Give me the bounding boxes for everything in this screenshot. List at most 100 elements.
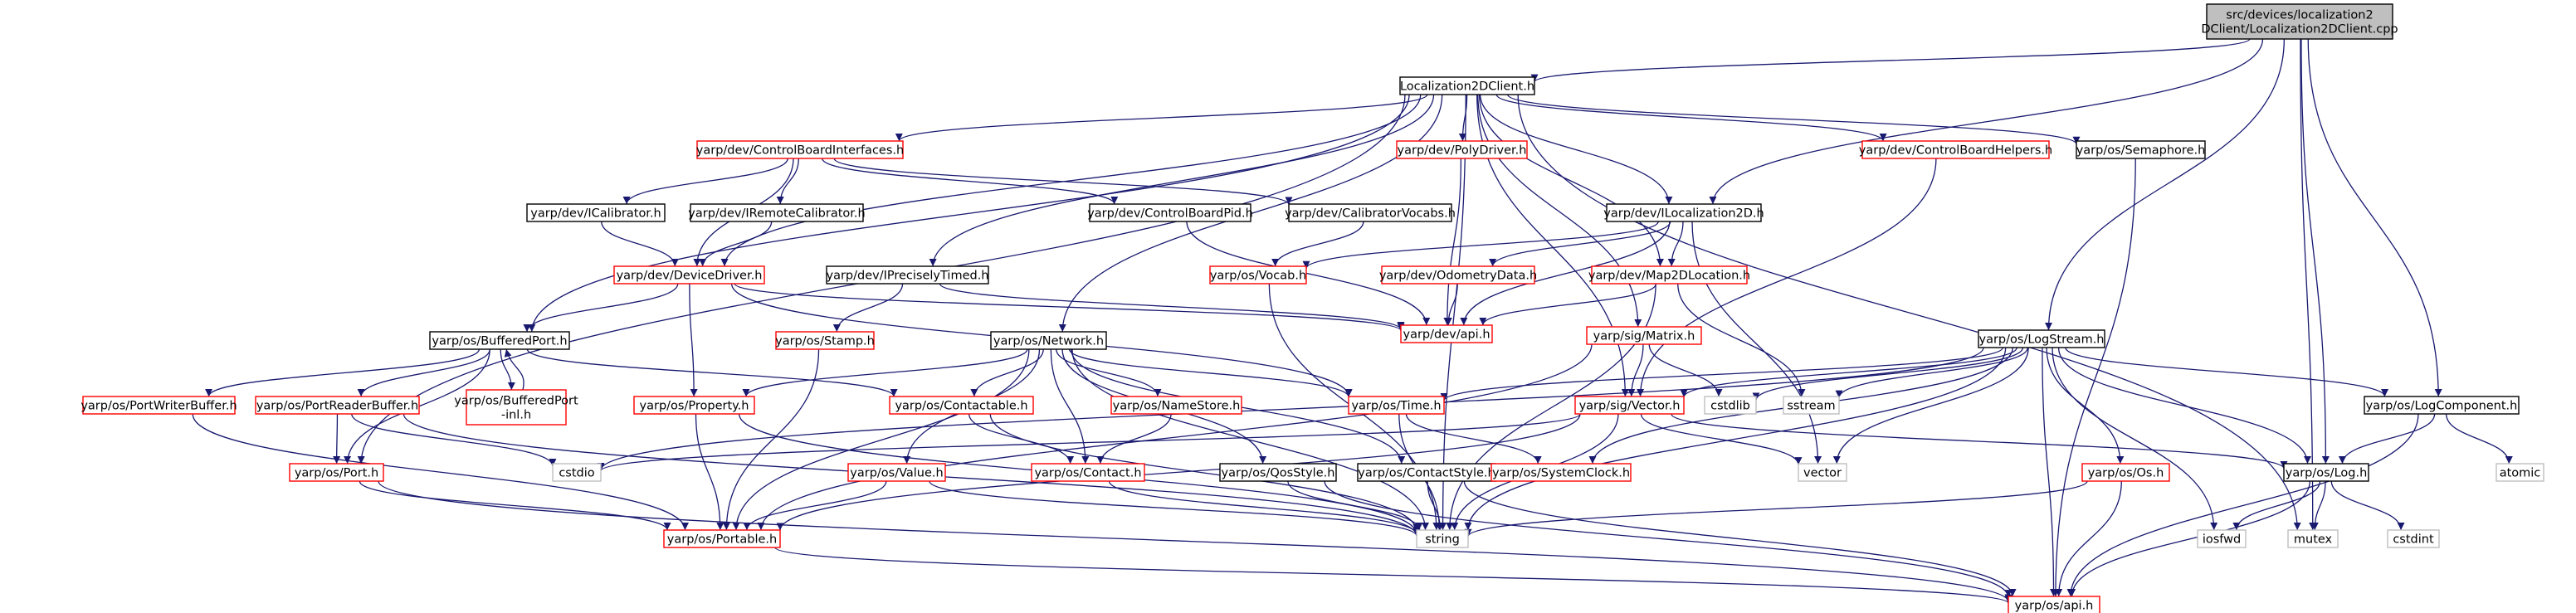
edge-contact-to-string (1108, 480, 1421, 535)
node-label-iprecisely: yarp/dev/IPreciselyTimed.h (826, 270, 988, 283)
node-iloc2d[interactable]: yarp/dev/ILocalization2D.h (1603, 203, 1764, 222)
edge-logstream-to-string (1464, 347, 2007, 531)
edge-iloc2d-to-vocab (1302, 221, 1659, 270)
node-log[interactable]: yarp/os/Log.h (2283, 463, 2369, 482)
node-box-cstdint (2387, 529, 2440, 548)
node-contactable[interactable]: yarp/os/Contactable.h (889, 396, 1034, 415)
node-box-iremotecal (690, 203, 864, 222)
node-sigvector[interactable]: yarp/sig/Vector.h (1574, 396, 1685, 415)
node-contactstyle[interactable]: yarp/os/ContactStyle.h (1357, 463, 1496, 482)
node-label-contactstyle: yarp/os/ContactStyle.h (1358, 467, 1495, 480)
node-vocab[interactable]: yarp/os/Vocab.h (1209, 265, 1307, 285)
node-logcomponent[interactable]: yarp/os/LogComponent.h (2364, 396, 2520, 415)
edge-pwb-to-portable (192, 413, 689, 531)
edge-port-to-osapi (378, 480, 2013, 602)
edge-iloc2d-to-devapi (1460, 221, 1671, 326)
node-client_cpp[interactable]: src/devices/localization2DClient/Localiz… (2201, 3, 2398, 40)
node-box-cbi (696, 140, 904, 159)
edge-value-to-portable (743, 480, 887, 531)
edge-iprecisely-to-stamp (832, 283, 904, 333)
node-atomic: atomic (2496, 463, 2544, 482)
node-label-port: yarp/os/Port.h (295, 467, 378, 480)
node-namestore[interactable]: yarp/os/NameStore.h (1110, 396, 1242, 415)
edge-network-to-property (742, 348, 1028, 397)
node-label-osapi: yarp/os/api.h (2015, 600, 2094, 613)
edge-sigvector-to-log (1671, 413, 2288, 469)
edge-network-to-namestore (1056, 348, 1162, 397)
node-contact[interactable]: yarp/os/Contact.h (1031, 463, 1145, 482)
node-calvocabs[interactable]: yarp/dev/CalibratorVocabs.h (1285, 203, 1456, 222)
node-devicedriver[interactable]: yarp/dev/DeviceDriver.h (613, 265, 765, 285)
node-box-time (1348, 396, 1445, 415)
node-port[interactable]: yarp/os/Port.h (289, 463, 384, 482)
node-portable[interactable]: yarp/os/Portable.h (663, 529, 781, 548)
edge-prb-to-port (333, 413, 341, 465)
node-bpinl[interactable]: yarp/os/BufferedPort-inl.h (454, 389, 578, 426)
edge-iloc2d-to-map2d (1667, 221, 1684, 267)
node-network[interactable]: yarp/os/Network.h (990, 331, 1107, 350)
node-label-iremotecal: yarp/dev/IRemoteCalibrator.h (688, 207, 865, 221)
node-cbi[interactable]: yarp/dev/ControlBoardInterfaces.h (696, 140, 904, 159)
node-cstdint: cstdint (2387, 529, 2440, 548)
node-property[interactable]: yarp/os/Property.h (633, 396, 755, 415)
node-label-sstream: sstream (1787, 400, 1835, 413)
edge-bufferedport-to-pwb (205, 348, 481, 397)
node-label-cbpid: yarp/dev/ControlBoardPid.h (1087, 207, 1253, 221)
node-systemclock[interactable]: yarp/os/SystemClock.h (1490, 463, 1632, 482)
node-box-iosfwd (2197, 529, 2247, 548)
node-label-cstdio: cstdio (559, 467, 594, 480)
node-client_h[interactable]: Localization2DClient.h (1399, 76, 1535, 95)
node-matrix[interactable]: yarp/sig/Matrix.h (1586, 326, 1702, 345)
edge-os-to-osapi (2055, 480, 2122, 597)
node-pwb[interactable]: yarp/os/PortWriterBuffer.h (80, 396, 237, 415)
node-mutex: mutex (2287, 529, 2339, 548)
node-polydriver[interactable]: yarp/dev/PolyDriver.h (1396, 140, 1528, 159)
node-cbpid[interactable]: yarp/dev/ControlBoardPid.h (1087, 203, 1253, 222)
node-qosstyle[interactable]: yarp/os/QosStyle.h (1219, 463, 1337, 482)
edge-bpinl-to-bufferedport (504, 348, 524, 391)
edge-log-to-mutex (2310, 480, 2326, 531)
node-os[interactable]: yarp/os/Os.h (2081, 463, 2170, 482)
edge-polydriver-to-devapi (1443, 158, 1462, 326)
node-label-log: yarp/os/Log.h (2286, 467, 2368, 480)
node-box-bufferedport (429, 331, 570, 350)
node-box-portable (663, 529, 781, 548)
node-map2d[interactable]: yarp/dev/Map2DLocation.h (1588, 265, 1750, 285)
node-iprecisely[interactable]: yarp/dev/IPreciselyTimed.h (826, 265, 989, 285)
node-label-odometry: yarp/dev/OdometryData.h (1379, 270, 1537, 283)
edge-prb-to-cstdio (351, 413, 557, 467)
node-logstream[interactable]: yarp/os/LogStream.h (1978, 329, 2105, 348)
node-iremotecal[interactable]: yarp/dev/IRemoteCalibrator.h (688, 203, 866, 222)
node-label-logstream: yarp/os/LogStream.h (1979, 333, 2105, 347)
node-box-odometry (1381, 265, 1535, 285)
node-prb[interactable]: yarp/os/PortReaderBuffer.h (255, 396, 420, 415)
node-time[interactable]: yarp/os/Time.h (1348, 396, 1445, 415)
node-stamp[interactable]: yarp/os/Stamp.h (775, 331, 875, 350)
node-box-namestore (1110, 396, 1242, 415)
node-label-contactable: yarp/os/Contactable.h (895, 400, 1027, 413)
node-box-cbhelpers (1861, 140, 2050, 159)
edge-cbi-to-iremotecal (776, 158, 799, 205)
edge-log-to-cstdint (2330, 480, 2405, 531)
node-cstdlib: cstdlib (1704, 396, 1757, 415)
node-odometry[interactable]: yarp/dev/OdometryData.h (1379, 265, 1537, 285)
edge-map2d-to-sstream (1677, 283, 1806, 397)
node-osapi[interactable]: yarp/os/api.h (2008, 596, 2100, 613)
edge-logcomponent-to-atomic (2446, 413, 2513, 465)
node-bufferedport[interactable]: yarp/os/BufferedPort.h (429, 331, 570, 350)
edge-logstream-to-os (2046, 347, 2125, 465)
edge-iloc2d-to-vector (1691, 221, 1822, 465)
node-box-sstream (1783, 396, 1840, 415)
node-box-contactable (889, 396, 1034, 415)
node-value[interactable]: yarp/os/Value.h (847, 463, 946, 482)
edge-contactstyle-to-string (1427, 480, 1444, 531)
edge-qosstyle-to-osapi (1324, 480, 2013, 598)
edge-logstream-to-iosfwd (2052, 347, 2218, 531)
node-icalibrator[interactable]: yarp/dev/ICalibrator.h (526, 203, 666, 222)
node-cbhelpers[interactable]: yarp/dev/ControlBoardHelpers.h (1859, 140, 2052, 159)
node-label-vector: vector (1803, 467, 1842, 480)
node-devapi[interactable]: yarp/dev/api.h (1400, 324, 1493, 343)
node-semaphore[interactable]: yarp/os/Semaphore.h (2076, 140, 2206, 159)
edge-iremotecal-to-devicedriver (699, 221, 773, 267)
node-box-devapi (1400, 324, 1493, 343)
